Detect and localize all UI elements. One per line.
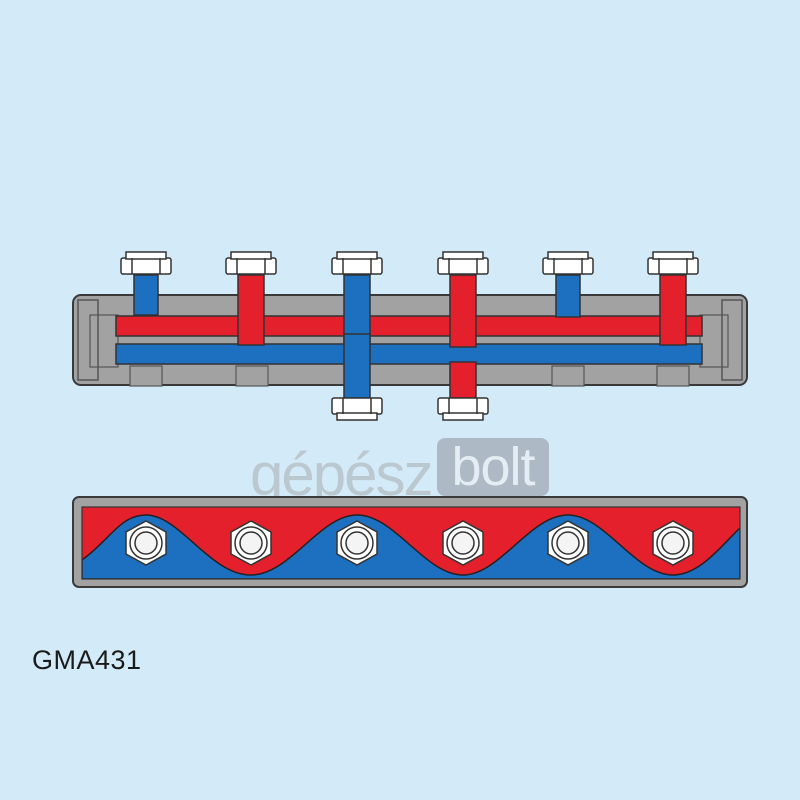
branch-1-cold (133, 274, 159, 316)
manifold-inner-right (699, 314, 729, 368)
watermark-box: bolt (437, 438, 549, 496)
manifold-end-cap-right (721, 299, 743, 381)
bottom-fittings (331, 397, 489, 421)
primary-cold-down (343, 333, 371, 399)
primary-hot-down (449, 361, 477, 399)
top-fittings (120, 251, 699, 275)
cold-channel (115, 343, 703, 365)
model-code: GMA431 (32, 645, 142, 675)
branch-2-hot (237, 274, 265, 346)
branch-5-cold (555, 274, 581, 318)
branch-4-hot (449, 274, 477, 348)
branch-6-hot (659, 274, 687, 346)
manifold-end-cap-left (77, 299, 99, 381)
mounting-blocks (129, 365, 690, 387)
top-view-fittings (125, 520, 694, 566)
manifold-inner-left (89, 314, 119, 368)
